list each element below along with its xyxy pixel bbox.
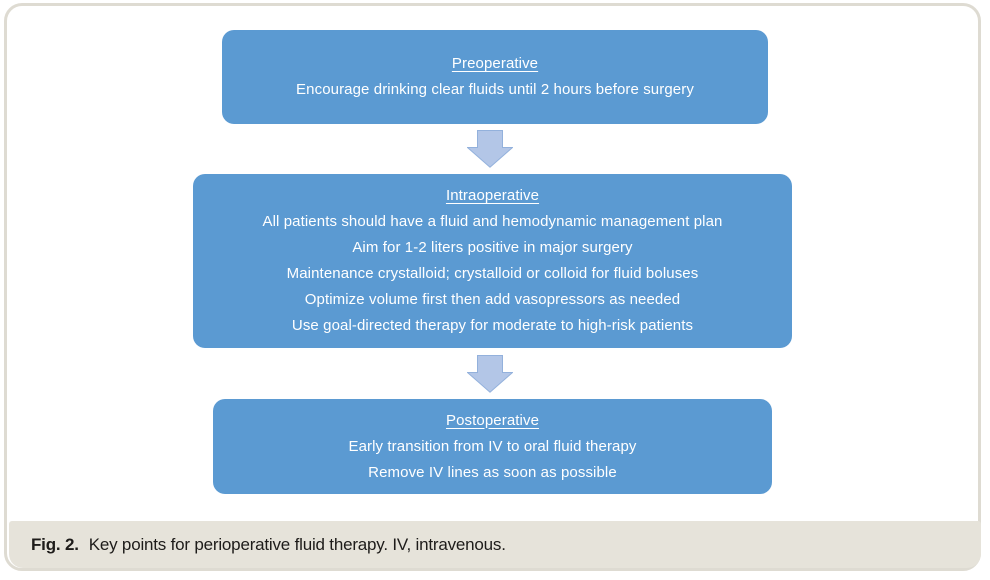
down-arrow-icon	[467, 355, 513, 393]
figure-caption: Fig. 2. Key points for perioperative flu…	[9, 521, 981, 568]
intraoperative-line: Optimize volume first then add vasopress…	[304, 291, 681, 308]
intraoperative-line: All patients should have a fluid and hem…	[262, 213, 723, 230]
intraoperative-line: Use goal-directed therapy for moderate t…	[291, 317, 694, 334]
figure-caption-label: Fig. 2.	[31, 534, 79, 554]
preoperative-title: Preoperative	[451, 55, 539, 72]
down-arrow-icon	[467, 130, 513, 168]
figure-caption-text: Key points for perioperative fluid thera…	[88, 534, 506, 554]
intraoperative-line: Maintenance crystalloid; crystalloid or …	[286, 265, 699, 282]
intraoperative-line: Aim for 1-2 liters positive in major sur…	[352, 239, 633, 256]
intraoperative-title: Intraoperative	[445, 187, 540, 204]
postoperative-line: Remove IV lines as soon as possible	[368, 463, 617, 481]
preoperative-line: Encourage drinking clear fluids until 2 …	[296, 81, 694, 98]
flow-box-intraoperative: Intraoperative All patients should have …	[193, 174, 792, 348]
flow-box-postoperative: Postoperative Early transition from IV t…	[213, 399, 772, 494]
postoperative-line: Early transition from IV to oral fluid t…	[348, 437, 637, 455]
flow-box-preoperative: Preoperative Encourage drinking clear fl…	[222, 30, 768, 124]
postoperative-title: Postoperative	[445, 411, 540, 429]
